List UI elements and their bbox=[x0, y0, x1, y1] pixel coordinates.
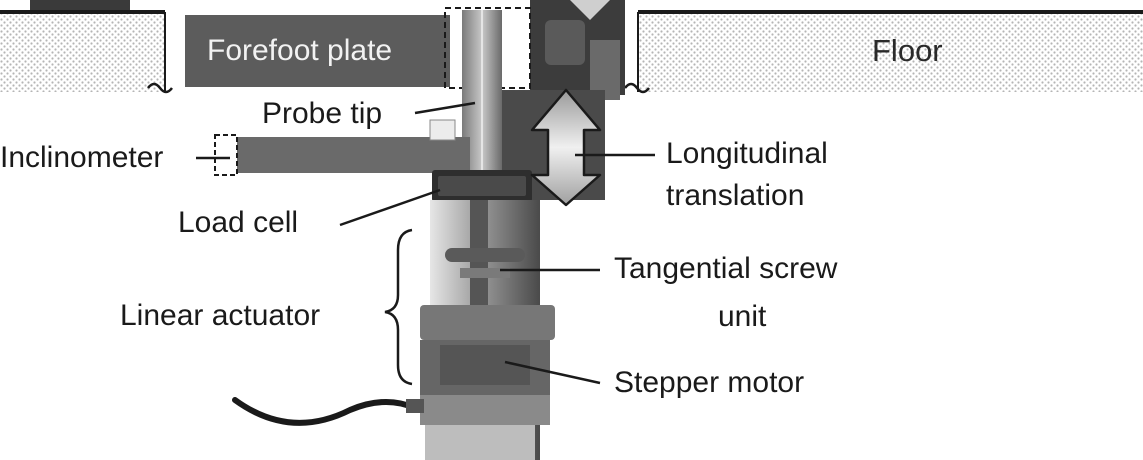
tangential-screw-label-line1: Tangential screw bbox=[614, 252, 838, 285]
cable-connector bbox=[406, 399, 424, 413]
longitudinal-translation-label-line1: Longitudinal bbox=[666, 137, 828, 170]
floor-label: Floor bbox=[872, 33, 943, 68]
load-cell bbox=[432, 170, 532, 202]
upper-mechanism bbox=[530, 0, 625, 100]
tangential-screw-label-line2: unit bbox=[718, 300, 767, 333]
linear-actuator-label: Linear actuator bbox=[120, 299, 320, 332]
actuator-body bbox=[420, 200, 555, 460]
stepper-motor-label: Stepper motor bbox=[614, 366, 804, 399]
motor-cable bbox=[235, 400, 415, 423]
inclinometer-label: Inclinometer bbox=[0, 141, 163, 174]
probe-tip-label: Probe tip bbox=[262, 97, 382, 130]
load-cell-leader bbox=[340, 190, 440, 225]
forefoot-plate-label: Forefoot plate bbox=[207, 34, 392, 67]
linear-actuator-bracket bbox=[385, 230, 412, 384]
floor-left bbox=[0, 0, 172, 92]
longitudinal-translation-label-line2: translation bbox=[666, 179, 804, 212]
load-cell-label: Load cell bbox=[178, 206, 298, 239]
